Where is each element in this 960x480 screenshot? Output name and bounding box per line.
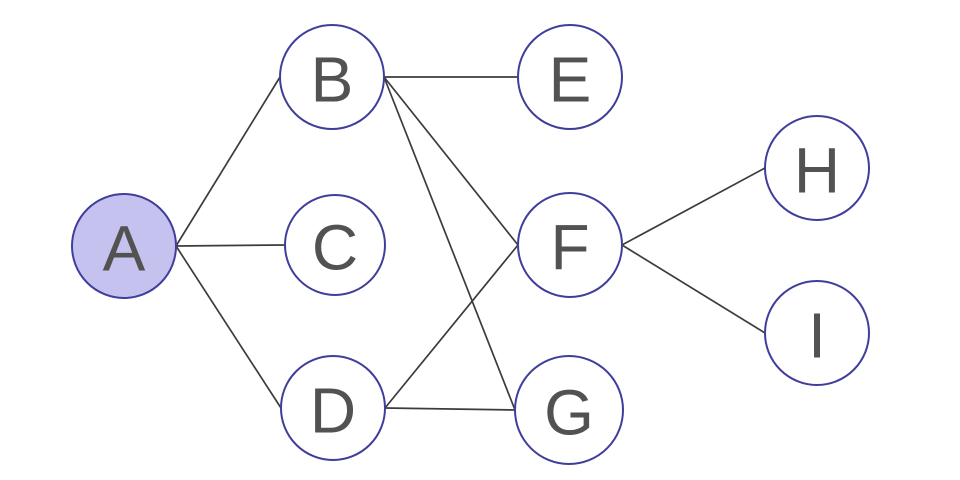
node-circle-A-selected[interactable]: [71, 193, 177, 299]
node-circle-G[interactable]: [514, 355, 624, 465]
graph-node-I[interactable]: I: [764, 280, 870, 386]
graph-node-H[interactable]: H: [764, 115, 870, 221]
edge-A-C: [175, 244, 286, 247]
node-circle-E[interactable]: [517, 24, 623, 130]
edge-D-F: [384, 244, 519, 409]
graph-node-E[interactable]: E: [517, 24, 623, 130]
edge-A-D: [175, 245, 282, 409]
edge-D-G: [384, 407, 516, 411]
node-circle-D[interactable]: [280, 355, 386, 461]
node-circle-B[interactable]: [279, 24, 385, 130]
edge-layer: [175, 76, 766, 411]
node-circle-C[interactable]: [284, 194, 386, 296]
edge-B-G: [383, 76, 516, 411]
graph-node-F[interactable]: F: [517, 192, 623, 298]
edge-B-F: [383, 76, 519, 246]
node-circle-I[interactable]: [764, 280, 870, 386]
node-circle-H[interactable]: [764, 115, 870, 221]
edge-A-B: [175, 76, 281, 247]
graph-node-G[interactable]: G: [514, 355, 624, 465]
graph-node-D[interactable]: D: [280, 355, 386, 461]
node-circle-F[interactable]: [517, 192, 623, 298]
edge-F-H: [621, 167, 766, 246]
graph-node-C[interactable]: C: [284, 194, 386, 296]
edge-F-I: [621, 244, 766, 334]
graph-node-A[interactable]: A: [71, 193, 177, 299]
graph-node-B[interactable]: B: [279, 24, 385, 130]
